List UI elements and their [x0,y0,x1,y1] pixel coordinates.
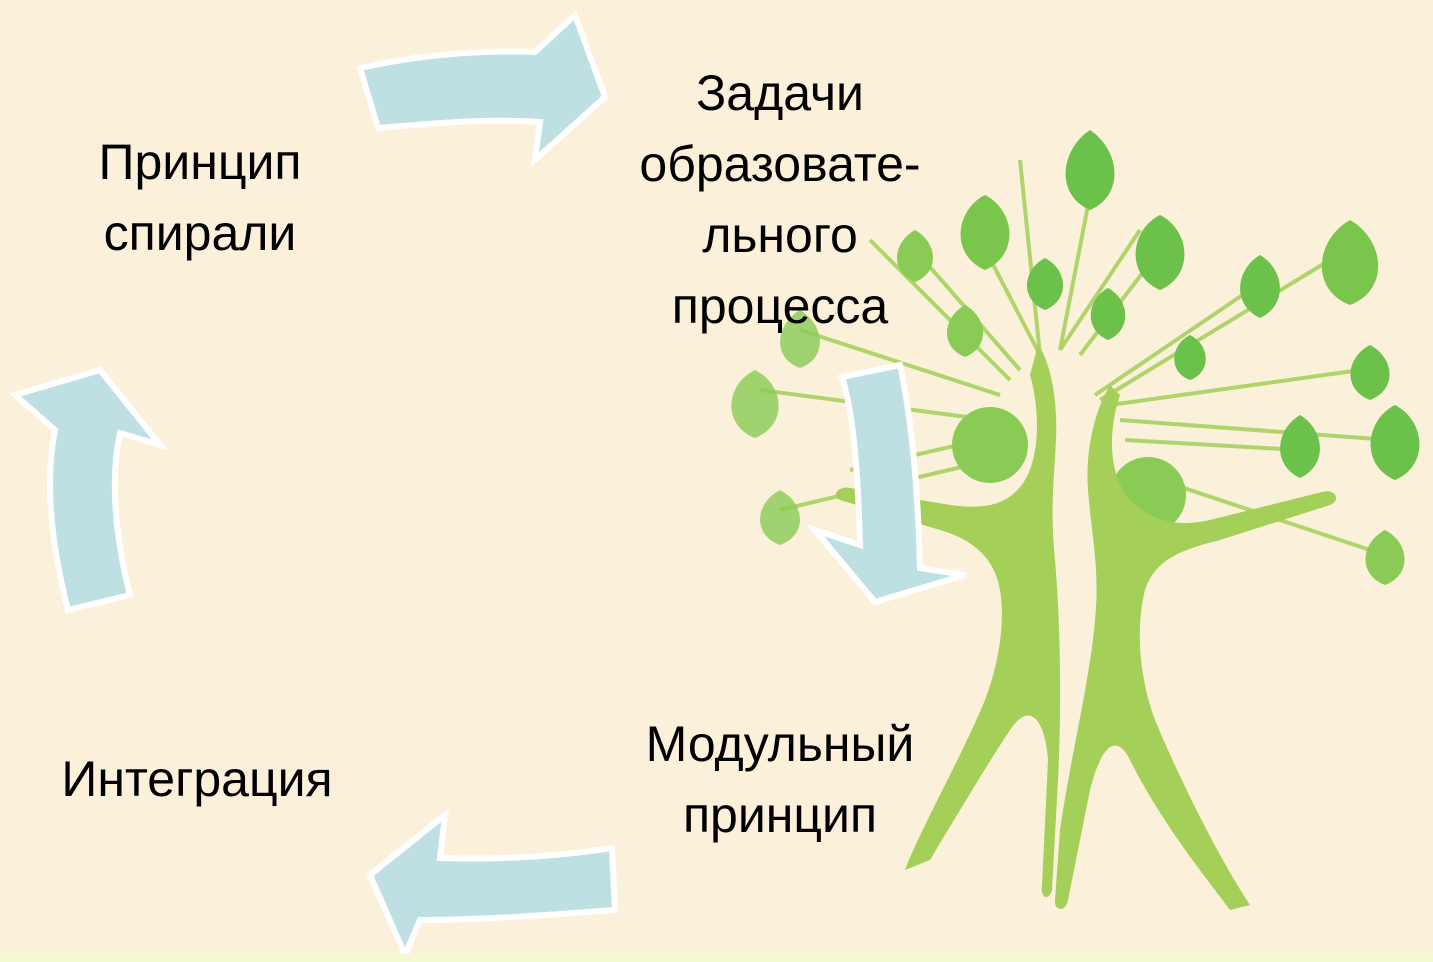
node-label-line: процесса [671,278,889,334]
tree-with-people-icon [731,130,1420,910]
arrow-top [356,9,609,168]
node-label-line: Задачи [696,65,864,121]
node-label-line: льного [702,207,858,263]
arrow-left [8,366,169,614]
node-principle-spiral: Принцип спирали [60,127,340,269]
node-modular-principle: Модульный принцип [600,709,960,851]
cycle-arrows [8,9,966,962]
node-educational-tasks: Задачи образовате- льного процесса [600,58,960,342]
footer-strip [0,954,1433,962]
node-label-line: образовате- [639,136,921,192]
arrow-bottom [366,808,619,962]
arrow-right [805,361,966,606]
node-label-line: спирали [103,205,297,261]
node-label-line: Интеграция [61,751,333,807]
node-label-line: принцип [682,787,878,843]
node-integration: Интеграция [22,744,372,815]
node-label-line: Модульный [645,716,915,772]
node-label-line: Принцип [98,134,302,190]
